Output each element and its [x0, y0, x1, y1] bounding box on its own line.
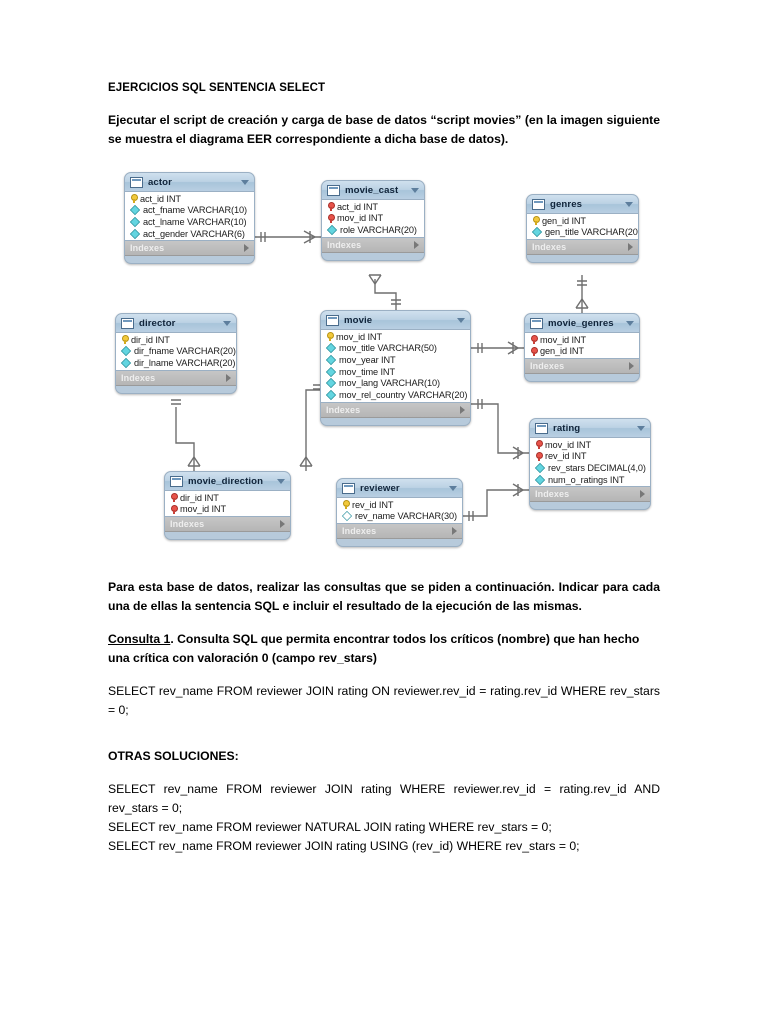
relation-movie_cast-movie [374, 279, 397, 310]
other-query-2: SELECT rev_name FROM reviewer NATURAL JO… [108, 820, 552, 835]
main-query: SELECT rev_name FROM reviewer JOIN ratin… [108, 683, 660, 717]
other-query-3: SELECT rev_name FROM reviewer JOIN ratin… [108, 839, 580, 854]
other-query-1: SELECT rev_name FROM reviewer JOIN ratin… [108, 782, 660, 816]
consulta-1-label: Consulta 1 [108, 631, 171, 646]
document-header: EJERCICIOS SQL SENTENCIA SELECT Ejecutar… [108, 82, 660, 155]
page-title: EJERCICIOS SQL SENTENCIA SELECT [108, 82, 326, 94]
document-body: Para esta base de datos, realizar las co… [108, 578, 660, 856]
consulta-1-heading: Consulta 1. Consulta SQL que permita enc… [108, 630, 660, 668]
other-solutions-label: OTRAS SOLUCIONES: [108, 749, 239, 764]
relation-movie-movie_direction [305, 389, 320, 471]
intro-paragraph: Ejecutar el script de creación y carga d… [108, 113, 660, 146]
relation-movie-rating [471, 403, 529, 454]
instructions-paragraph: Para esta base de datos, realizar las co… [108, 580, 660, 613]
relation-reviewer-rating [463, 489, 529, 517]
consulta-1-text: . Consulta SQL que permita encontrar tod… [108, 631, 640, 665]
